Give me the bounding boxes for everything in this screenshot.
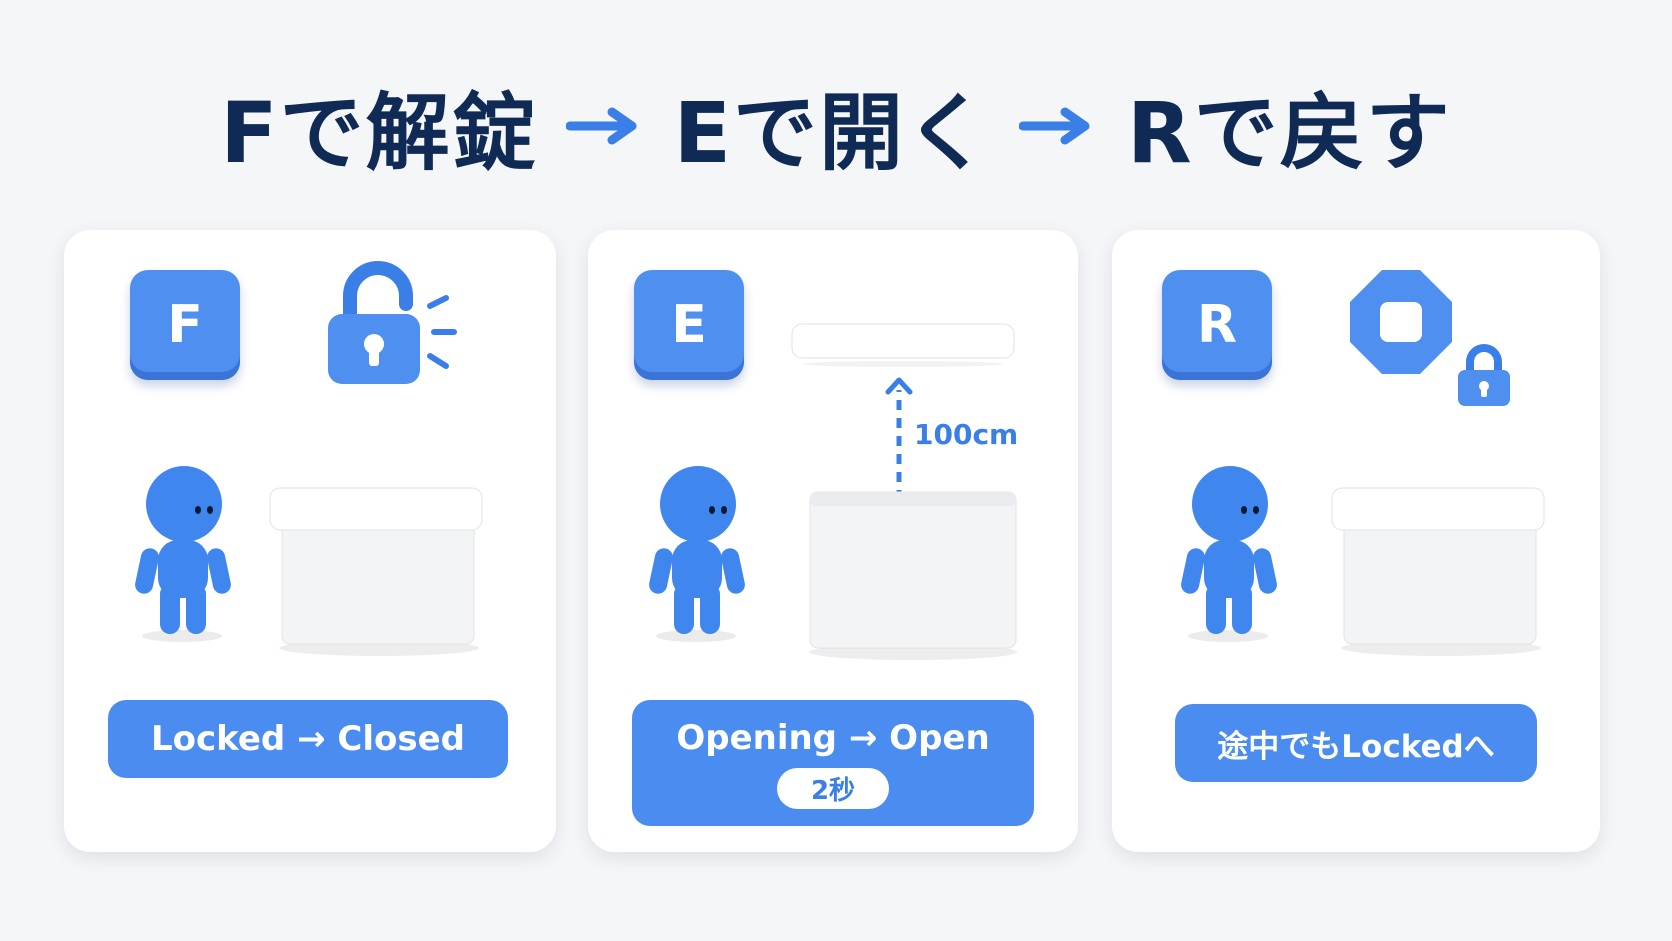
- distance-label: 100cm: [914, 418, 1019, 451]
- open-box: [809, 491, 1017, 660]
- closed-box: [1331, 487, 1545, 656]
- key-r: R: [1162, 270, 1272, 380]
- dashed-up-arrow-icon: [885, 377, 913, 500]
- title-step-reset: Rで戻す: [1127, 83, 1452, 182]
- arrow-right-icon: [1019, 107, 1090, 145]
- character-figure: [649, 466, 745, 642]
- title-step-open: Eで開く: [673, 83, 992, 182]
- duration-badge: 2秒: [776, 767, 890, 809]
- character-figure: [1181, 466, 1277, 642]
- character-figure: [135, 466, 231, 642]
- panel-reset: R 途中でもLockedへ: [1112, 230, 1600, 852]
- unlock-icon: [328, 261, 457, 384]
- title-step-unlock: Fで解錠: [220, 83, 538, 182]
- closed-box: [269, 487, 483, 656]
- lid-rising-icon: [791, 323, 1015, 367]
- status-label: Locked → Closed: [150, 719, 466, 759]
- key-e: E: [634, 270, 744, 380]
- status-label: 途中でもLockedへ: [1217, 728, 1495, 765]
- panel-unlock: F Locked → Closed: [64, 230, 556, 852]
- arrow-right-icon: [565, 107, 637, 145]
- status-pill: 途中でもLockedへ: [1175, 704, 1537, 782]
- title-row: Fで解錠 Eで開く Rで戻す: [0, 76, 1672, 182]
- status-label: Opening → Open: [676, 717, 990, 758]
- stop-lock-icon: [1350, 270, 1510, 406]
- panel-open: E 100cm Opening → Open 2秒: [588, 230, 1078, 852]
- status-pill: Locked → Closed: [108, 700, 508, 778]
- status-pill: Opening → Open 2秒: [632, 700, 1034, 826]
- key-f: F: [130, 270, 240, 380]
